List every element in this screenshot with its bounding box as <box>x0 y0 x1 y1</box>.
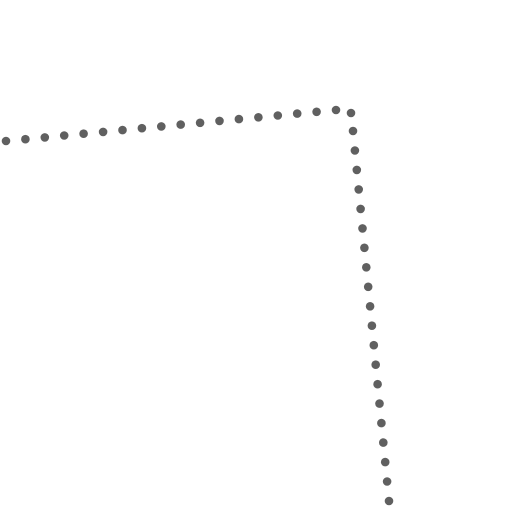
line-dot <box>273 111 283 120</box>
line-dot <box>137 123 147 133</box>
line-dot <box>382 477 392 486</box>
line-dot <box>176 120 185 129</box>
line-dot <box>1 136 11 146</box>
dotted-line <box>1 105 394 506</box>
line-dot <box>79 129 88 138</box>
line-dot <box>40 133 50 142</box>
line-dot <box>292 109 302 118</box>
line-dot <box>367 321 377 331</box>
line-dot <box>254 113 263 122</box>
line-dot <box>352 165 362 175</box>
line-dot <box>350 146 360 155</box>
line-dot <box>369 340 379 350</box>
line-dot <box>377 418 386 428</box>
line-dot <box>195 118 205 128</box>
line-dot <box>59 131 69 140</box>
line-dot <box>379 438 388 447</box>
line-dot <box>371 360 381 370</box>
corner-dot <box>346 108 356 118</box>
line-dot <box>384 496 394 506</box>
line-dot <box>348 126 358 136</box>
line-dot <box>375 399 384 408</box>
line-dot <box>215 116 224 126</box>
line-dot <box>21 134 30 144</box>
line-dot <box>312 107 321 117</box>
line-dot <box>365 302 375 311</box>
line-dot <box>98 127 108 137</box>
line-dot <box>363 282 373 292</box>
line-dot <box>354 185 364 194</box>
line-dot <box>157 122 166 131</box>
line-dot <box>331 105 341 115</box>
line-dot <box>362 263 371 272</box>
line-dot <box>118 125 127 135</box>
line-dot <box>360 243 369 253</box>
line-dot <box>380 457 390 467</box>
line-dot <box>373 379 382 389</box>
line-dot <box>358 224 367 233</box>
line-dot <box>234 114 244 124</box>
line-dot <box>356 204 365 214</box>
